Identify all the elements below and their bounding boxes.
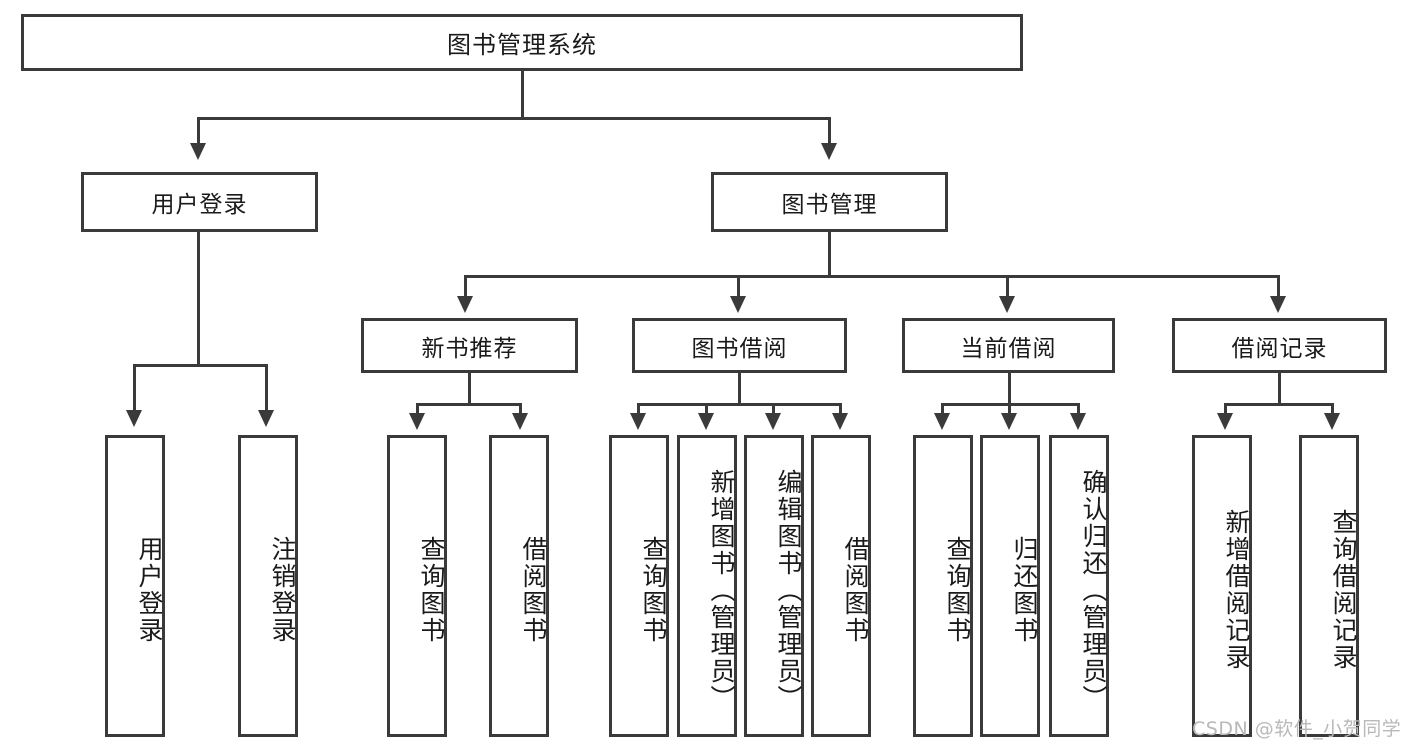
edge-borrow-bus <box>637 403 842 406</box>
node-new-book-recommend[interactable]: 新书推荐 <box>361 318 578 373</box>
node-label: 查询图书 <box>943 536 972 644</box>
node-user-login[interactable]: 用户登录 <box>81 172 318 232</box>
node-label: 图书借阅 <box>691 335 788 362</box>
leaf-user-login[interactable]: 用户登录 <box>105 435 165 737</box>
node-book-management[interactable]: 图书管理 <box>711 172 948 232</box>
edge-recommend-drop-1 <box>416 403 419 415</box>
arrowhead-current-query-book <box>934 413 950 430</box>
arrowhead-new-book-recommend <box>457 296 473 313</box>
edge-recommend-drop-2 <box>519 403 522 415</box>
node-current-borrow[interactable]: 当前借阅 <box>902 318 1115 373</box>
arrowhead-leaf-logout <box>258 410 274 427</box>
node-label: 借阅记录 <box>1231 335 1328 362</box>
leaf-borrow-edit-book[interactable]: 编辑图书（管理员） <box>744 435 804 737</box>
arrowhead-borrow-borrow-book <box>832 413 848 430</box>
edge-record-drop-2 <box>1331 403 1334 415</box>
edge-current-drop-3 <box>1077 403 1080 415</box>
edge-level3-bus <box>464 275 1280 278</box>
arrowhead-recommend-query-book <box>409 413 425 430</box>
arrowhead-current-return-book <box>1001 413 1017 430</box>
arrowhead-user-login <box>190 143 206 160</box>
arrowhead-current-confirm-return <box>1070 413 1086 430</box>
edge-level2-bus <box>197 117 831 120</box>
leaf-recommend-query-book[interactable]: 查询图书 <box>387 435 447 737</box>
leaf-borrow-borrow-book[interactable]: 借阅图书 <box>811 435 871 737</box>
leaf-logout[interactable]: 注销登录 <box>238 435 298 737</box>
node-borrow-record[interactable]: 借阅记录 <box>1172 318 1387 373</box>
edge-current-drop-1 <box>941 403 944 415</box>
node-label: 用户登录 <box>135 536 164 644</box>
node-label: 查询图书 <box>417 536 446 644</box>
leaf-current-query-book[interactable]: 查询图书 <box>913 435 973 737</box>
node-label: 借阅图书 <box>519 536 548 644</box>
leaf-recommend-borrow-book[interactable]: 借阅图书 <box>489 435 549 737</box>
node-label: 确认归还（管理员） <box>1079 468 1108 712</box>
leaf-current-return-book[interactable]: 归还图书 <box>980 435 1040 737</box>
arrowhead-record-query <box>1324 413 1340 430</box>
edge-borrow-stem <box>738 373 741 406</box>
edge-level3-drop-3 <box>1006 275 1009 298</box>
leaf-record-query[interactable]: 查询借阅记录 <box>1299 435 1359 737</box>
edge-user-login-stem <box>197 232 200 367</box>
arrowhead-book-manage <box>821 143 837 160</box>
edge-recommend-bus <box>416 403 522 406</box>
leaf-borrow-query-book[interactable]: 查询图书 <box>609 435 669 737</box>
arrowhead-borrow-record <box>1270 296 1286 313</box>
edge-borrow-drop-1 <box>637 403 640 415</box>
arrowhead-current-borrow <box>999 296 1015 313</box>
edge-borrow-drop-3 <box>772 403 775 415</box>
node-label: 图书管理系统 <box>447 31 597 59</box>
arrowhead-book-borrow <box>730 296 746 313</box>
edge-record-stem <box>1278 373 1281 406</box>
node-label: 归还图书 <box>1010 536 1039 644</box>
node-label: 新增图书（管理员） <box>707 468 736 712</box>
edge-level3-drop-4 <box>1277 275 1280 298</box>
node-label: 图书管理 <box>781 192 878 218</box>
node-label: 注销登录 <box>268 536 297 644</box>
edge-drop-book-manage <box>828 117 831 145</box>
edge-drop-user-login <box>197 117 200 145</box>
leaf-record-add[interactable]: 新增借阅记录 <box>1192 435 1252 737</box>
arrowhead-borrow-add-book <box>698 413 714 430</box>
node-label: 查询图书 <box>639 536 668 644</box>
arrowhead-borrow-edit-book <box>765 413 781 430</box>
edge-level3-drop-2 <box>737 275 740 298</box>
edge-level3-drop-1 <box>464 275 467 298</box>
node-label: 查询借阅记录 <box>1329 509 1358 671</box>
node-book-borrow[interactable]: 图书借阅 <box>632 318 847 373</box>
arrowhead-leaf-user-login <box>126 410 142 427</box>
edge-borrow-drop-4 <box>839 403 842 415</box>
edge-recommend-stem <box>468 373 471 406</box>
node-label: 编辑图书（管理员） <box>774 468 803 712</box>
edge-user-login-drop-2 <box>265 364 268 412</box>
edge-root-stem <box>521 71 524 118</box>
node-root-system[interactable]: 图书管理系统 <box>21 14 1023 71</box>
edge-current-drop-2 <box>1008 403 1011 415</box>
node-label: 借阅图书 <box>841 536 870 644</box>
edge-record-bus <box>1224 403 1334 406</box>
edge-user-login-drop-1 <box>133 364 136 412</box>
node-label: 新书推荐 <box>421 335 518 362</box>
edge-current-stem <box>1008 373 1011 406</box>
leaf-current-confirm-return[interactable]: 确认归还（管理员） <box>1049 435 1109 737</box>
node-label: 新增借阅记录 <box>1222 509 1251 671</box>
node-label: 当前借阅 <box>960 335 1057 362</box>
leaf-borrow-add-book[interactable]: 新增图书（管理员） <box>677 435 737 737</box>
arrowhead-recommend-borrow-book <box>512 413 528 430</box>
edge-record-drop-1 <box>1224 403 1227 415</box>
watermark-text: CSDN @软件_小贺同学 <box>1192 718 1402 740</box>
node-label: 用户登录 <box>151 192 248 218</box>
arrowhead-borrow-query-book <box>630 413 646 430</box>
edge-user-login-bus <box>133 364 268 367</box>
arrowhead-record-add <box>1217 413 1233 430</box>
edge-borrow-drop-2 <box>705 403 708 415</box>
edge-book-manage-stem <box>828 232 831 277</box>
